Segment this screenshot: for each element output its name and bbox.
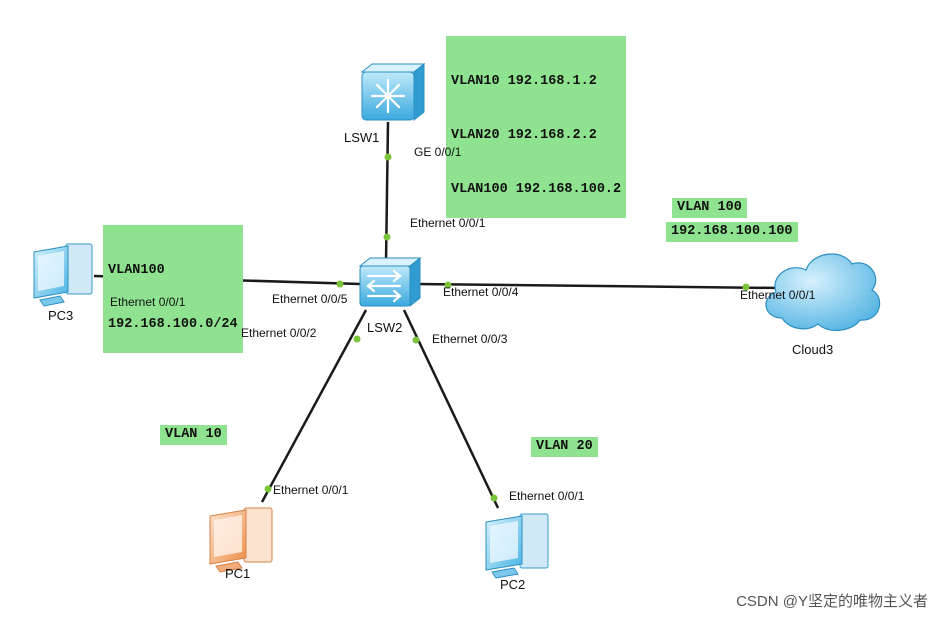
port-dot-lsw1-ge <box>384 153 392 161</box>
link-lsw2-pc1 <box>260 309 368 503</box>
link-lsw1-lsw2 <box>384 121 390 263</box>
port-label-pc2-e1: Ethernet 0/0/1 <box>509 489 585 503</box>
pc3-label: PC3 <box>48 308 74 323</box>
pc3-vlan-note: VLAN100 192.168.100.0/24 <box>103 225 243 353</box>
pc2-vlan-note: VLAN 20 <box>531 437 598 457</box>
port-dot-lsw2-e5 <box>336 280 344 288</box>
note-line: VLAN10 192.168.1.2 <box>451 74 597 89</box>
port-dot-lsw2-e2 <box>353 335 361 343</box>
pc1-computer-icon[interactable] <box>209 507 273 573</box>
pc1-label: PC1 <box>225 566 251 581</box>
link-lsw2-cloud3 <box>415 282 781 290</box>
port-label-lsw1-ge: GE 0/0/1 <box>414 145 462 159</box>
lsw2-switch-icon[interactable] <box>358 256 422 308</box>
cloud3-label: Cloud3 <box>792 342 834 357</box>
port-label-lsw2-e2: Ethernet 0/0/2 <box>241 326 317 340</box>
note-line: VLAN100 192.168.100.2 <box>451 182 622 197</box>
port-label-lsw2-e5: Ethernet 0/0/5 <box>272 292 348 306</box>
cloud-vlan-note: VLAN 100 <box>672 198 747 218</box>
pc2-label: PC2 <box>500 577 526 592</box>
port-dot-pc1-e1 <box>264 485 272 493</box>
port-label-lsw2-e4: Ethernet 0/0/4 <box>443 285 519 299</box>
port-dots <box>120 153 750 502</box>
lsw2-label: LSW2 <box>367 320 403 335</box>
cloud3-cloud-icon[interactable] <box>765 253 881 331</box>
port-label-pc3-e1: Ethernet 0/0/1 <box>110 295 186 309</box>
port-label-pc1-e1: Ethernet 0/0/1 <box>273 483 349 497</box>
port-label-cloud-e1: Ethernet 0/0/1 <box>740 288 816 302</box>
port-dot-cloud-e1 <box>742 283 750 291</box>
note-line: 192.168.100.0/24 <box>108 317 238 332</box>
lsw1-switch-icon[interactable] <box>360 62 426 122</box>
port-dot-lsw2-e1 <box>383 233 391 241</box>
lsw1-vlan-ip-note: VLAN10 192.168.1.2 VLAN20 192.168.2.2 VL… <box>446 36 627 218</box>
csdn-watermark: CSDN @Y坚定的唯物主义者 <box>736 593 928 610</box>
cloud-ip-note: 192.168.100.100 <box>666 222 798 242</box>
port-dot-pc2-e1 <box>490 494 498 502</box>
pc2-computer-icon[interactable] <box>485 513 549 579</box>
pc1-vlan-note: VLAN 10 <box>160 425 227 445</box>
port-dot-lsw2-e4 <box>444 281 452 289</box>
port-dot-lsw2-e3 <box>412 336 420 344</box>
note-line: VLAN100 <box>108 263 165 278</box>
port-label-lsw2-e1: Ethernet 0/0/1 <box>410 216 486 230</box>
link-lsw2-pc2 <box>402 309 500 509</box>
port-label-lsw2-e3: Ethernet 0/0/3 <box>432 332 508 346</box>
lsw1-label: LSW1 <box>344 130 380 145</box>
note-line: VLAN20 192.168.2.2 <box>451 128 597 143</box>
pc3-computer-icon[interactable] <box>33 243 93 307</box>
